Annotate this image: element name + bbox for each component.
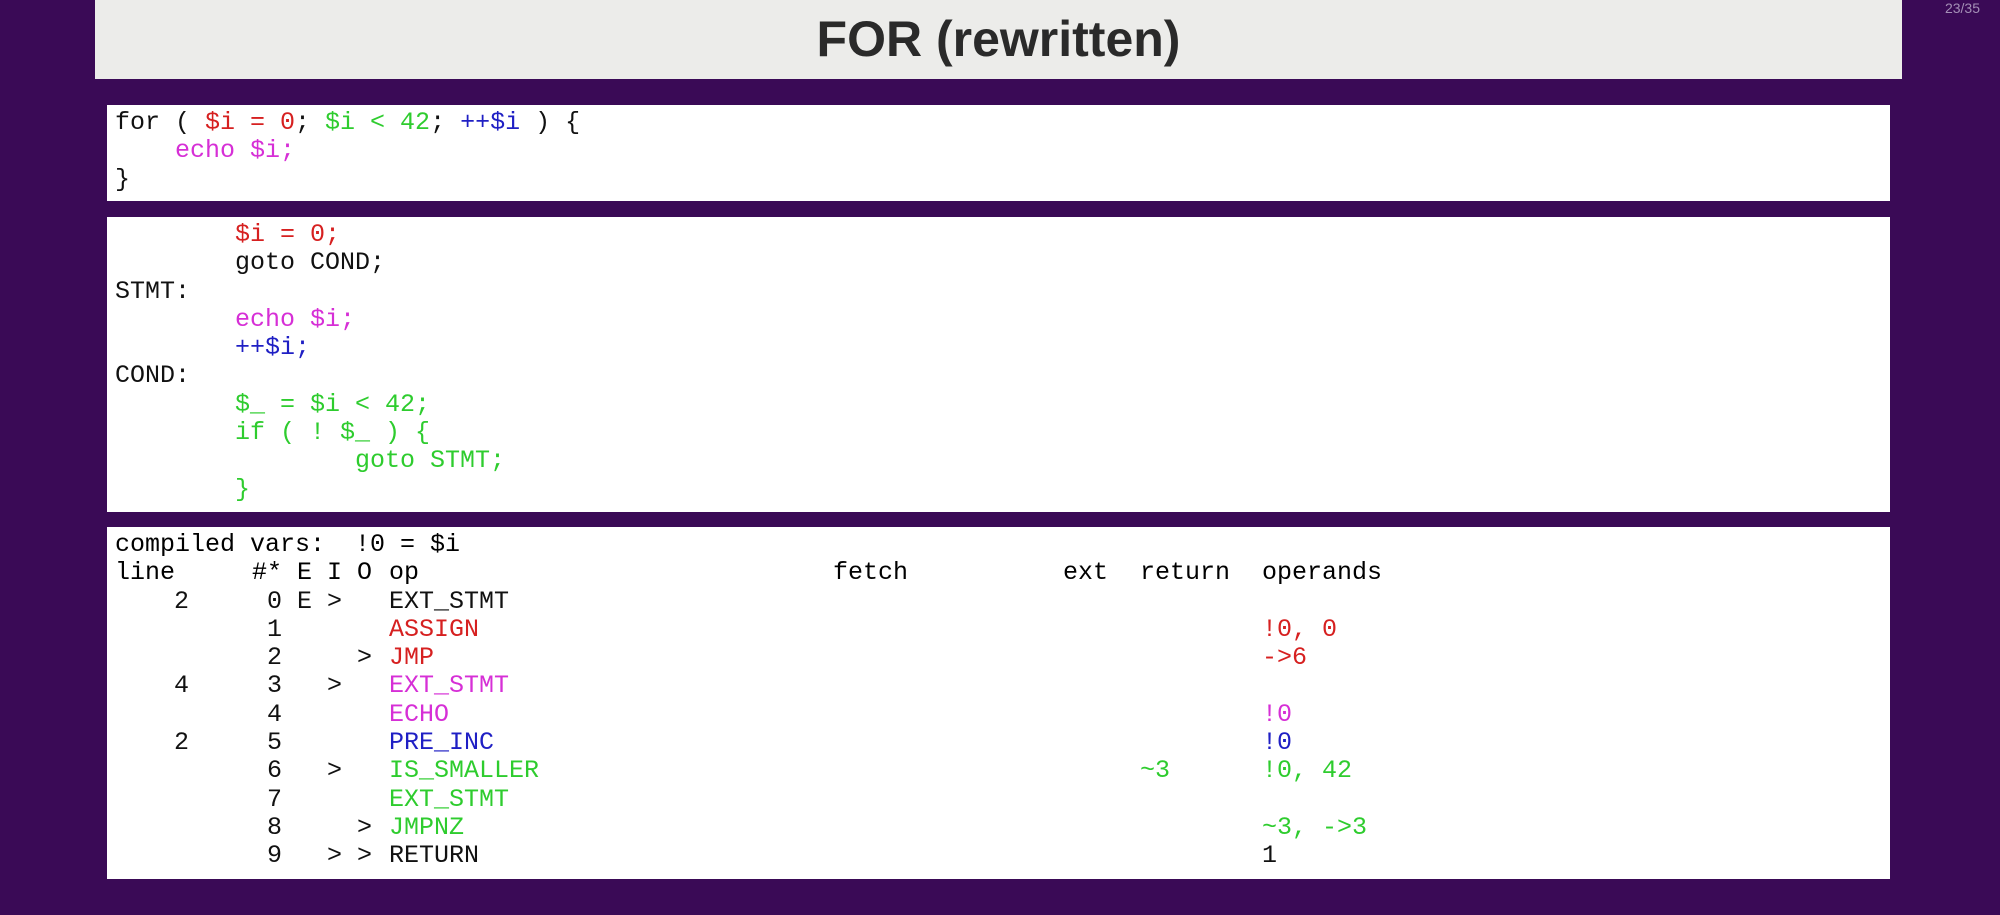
cell-e: E [297,586,313,616]
cell-op: ASSIGN [389,614,480,644]
cell-op: ECHO [389,699,450,729]
cell-i: > [327,586,343,616]
cell-num: 6 [266,756,282,786]
cell-num: 4 [266,699,282,729]
rewritten-code-block: $i = 0; goto COND; STMT: echo $i; ++$i; … [107,217,1890,504]
cell-return: ~3 [1140,756,1171,786]
for-keyword: for ( [115,108,206,137]
opcode-header-row: line #* E I O op fetch ext return operan… [107,558,1890,588]
cell-num: 0 [266,586,282,616]
compiled-vars: compiled vars: !0 = $i [107,530,1890,559]
cell-o: > [357,841,373,871]
source-code-panel: for ( $i = 0; $i < 42; ++$i ) { echo $i;… [107,105,1890,201]
rewritten-code-line: goto STMT; [115,446,506,476]
cell-i: > [327,671,343,701]
opcode-row: 7 EXT_STMT [107,784,1890,814]
cell-line: 4 [173,671,189,701]
opcode-row: 2 5 PRE_INC !0 [107,728,1890,758]
rewritten-code-panel: $i = 0; goto COND; STMT: echo $i; ++$i; … [107,217,1890,512]
cell-num: 3 [266,671,282,701]
compiled-vars-text: compiled vars: !0 = $i [115,530,461,559]
cell-op: RETURN [389,841,480,871]
cell-i: > [327,756,343,786]
cell-num: 1 [266,614,282,644]
loop-condition: $i < 42 [325,108,431,137]
cell-op: PRE_INC [389,728,495,758]
header-ext: ext [1063,558,1109,588]
loop-open-brace: ) { [520,108,581,137]
cell-num: 9 [266,841,282,871]
cell-num: 7 [266,784,282,814]
cell-op: EXT_STMT [389,784,510,814]
cell-num: 5 [266,728,282,758]
cell-i: > [327,841,343,871]
cell-line: 2 [173,728,189,758]
cell-op: EXT_STMT [389,586,510,616]
title-bar: FOR (rewritten) [95,0,1902,79]
cell-operands: !0, 42 [1262,756,1353,786]
header-fetch: fetch [833,558,909,588]
opcode-panel: compiled vars: !0 = $i line #* E I O op … [107,527,1890,879]
cell-num: 2 [266,643,282,673]
cell-operands: !0 [1262,699,1293,729]
rewritten-code-line: $i = 0; [115,220,341,249]
opcode-row: 1 ASSIGN !0, 0 [107,614,1890,644]
cell-num: 8 [266,812,282,842]
rewritten-code-line: ++$i; [115,333,311,363]
header-e: E [297,558,313,588]
rewritten-code-line: COND: [115,361,191,391]
cell-o: > [357,643,373,673]
cell-op: IS_SMALLER [389,756,540,786]
rewritten-code-line: goto COND; [115,248,386,278]
cell-op: EXT_STMT [389,671,510,701]
header-return: return [1140,558,1231,588]
header-o: O [357,558,373,588]
cell-op: JMP [389,643,435,673]
code-line: for ( $i = 0; $i < 42; ++$i ) { [115,108,580,137]
loop-close-brace: } [115,164,131,194]
header-line: line [115,558,176,588]
header-op: op [389,558,420,588]
opcode-table: compiled vars: !0 = $i line #* E I O op … [107,527,1890,871]
header-operands: operands [1262,558,1383,588]
separator: ; [295,108,326,137]
loop-step: ++$i [460,108,521,137]
cell-operands: !0 [1262,728,1293,758]
cell-operands: 1 [1262,841,1278,871]
loop-body: echo $i; [115,136,296,166]
opcode-row: 4 3 > EXT_STMT [107,671,1890,701]
rewritten-code-line: } [115,474,251,504]
header-num: #* [252,558,283,588]
rewritten-code-line: echo $i; [115,304,356,334]
slide-title: FOR (rewritten) [816,10,1181,67]
header-i: I [327,558,343,588]
source-code-block: for ( $i = 0; $i < 42; ++$i ) { echo $i;… [107,105,1890,194]
cell-operands: !0, 0 [1262,614,1338,644]
loop-init: $i = 0 [205,108,296,137]
opcode-row: 8 > JMPNZ ~3, ->3 [107,812,1890,842]
cell-line: 2 [173,586,189,616]
cell-o: > [357,812,373,842]
slide-counter: 23/35 [1944,0,1980,16]
opcode-row: 2 > JMP ->6 [107,643,1890,673]
separator: ; [430,108,461,137]
opcode-row: 4 ECHO !0 [107,699,1890,729]
opcode-row: 9 > > RETURN 1 [107,841,1890,871]
cell-op: JMPNZ [389,812,465,842]
cell-operands: ->6 [1262,643,1308,673]
rewritten-code-line: if ( ! $_ ) { [115,418,431,448]
rewritten-code-line: $_ = $i < 42; [115,389,431,419]
opcode-row: 6 > IS_SMALLER ~3 !0, 42 [107,756,1890,786]
cell-operands: ~3, ->3 [1262,812,1368,842]
rewritten-code-line: STMT: [115,276,191,306]
